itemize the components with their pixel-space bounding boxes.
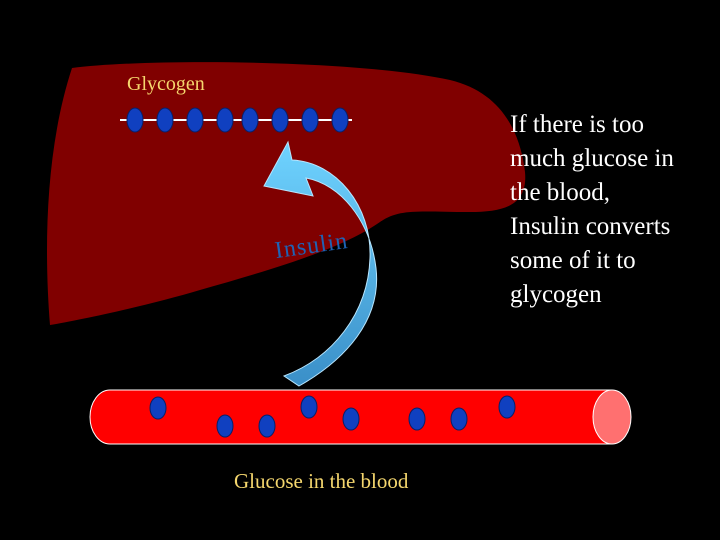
caption-line: glycogen <box>510 281 602 308</box>
caption-line: much glucose in <box>510 145 674 172</box>
blood-glucose-molecule <box>450 407 468 431</box>
glycogen-glucose-molecule <box>241 107 259 133</box>
blood-glucose-molecule <box>300 395 318 419</box>
blood-glucose-molecule <box>342 407 360 431</box>
glycogen-glucose-molecule <box>126 107 144 133</box>
caption-line: the blood, <box>510 179 610 206</box>
explanation-caption: If there is too much glucose in the bloo… <box>510 108 715 312</box>
blood-glucose-label: Glucose in the blood <box>234 469 409 493</box>
blood-glucose-molecule <box>498 395 516 419</box>
liver-shape <box>47 62 526 325</box>
insulin-curved-arrow <box>263 140 378 387</box>
blood-glucose-molecule <box>408 407 426 431</box>
caption-line: If there is too <box>510 111 644 138</box>
glycogen-chain <box>126 107 349 133</box>
glycogen-glucose-molecule <box>216 107 234 133</box>
caption-line: Insulin converts <box>510 213 671 240</box>
blood-vessel-end <box>592 389 632 445</box>
glycogen-glucose-molecule <box>186 107 204 133</box>
caption-line: some of it to <box>510 247 636 274</box>
glycogen-glucose-molecule <box>331 107 349 133</box>
blood-glucose-group <box>149 395 516 438</box>
glycogen-glucose-molecule <box>271 107 289 133</box>
glycogen-glucose-molecule <box>156 107 174 133</box>
blood-glucose-molecule <box>216 414 234 438</box>
glycogen-glucose-molecule <box>301 107 319 133</box>
blood-glucose-molecule <box>149 396 167 420</box>
glycogen-label: Glycogen <box>127 73 205 95</box>
blood-glucose-molecule <box>258 414 276 438</box>
